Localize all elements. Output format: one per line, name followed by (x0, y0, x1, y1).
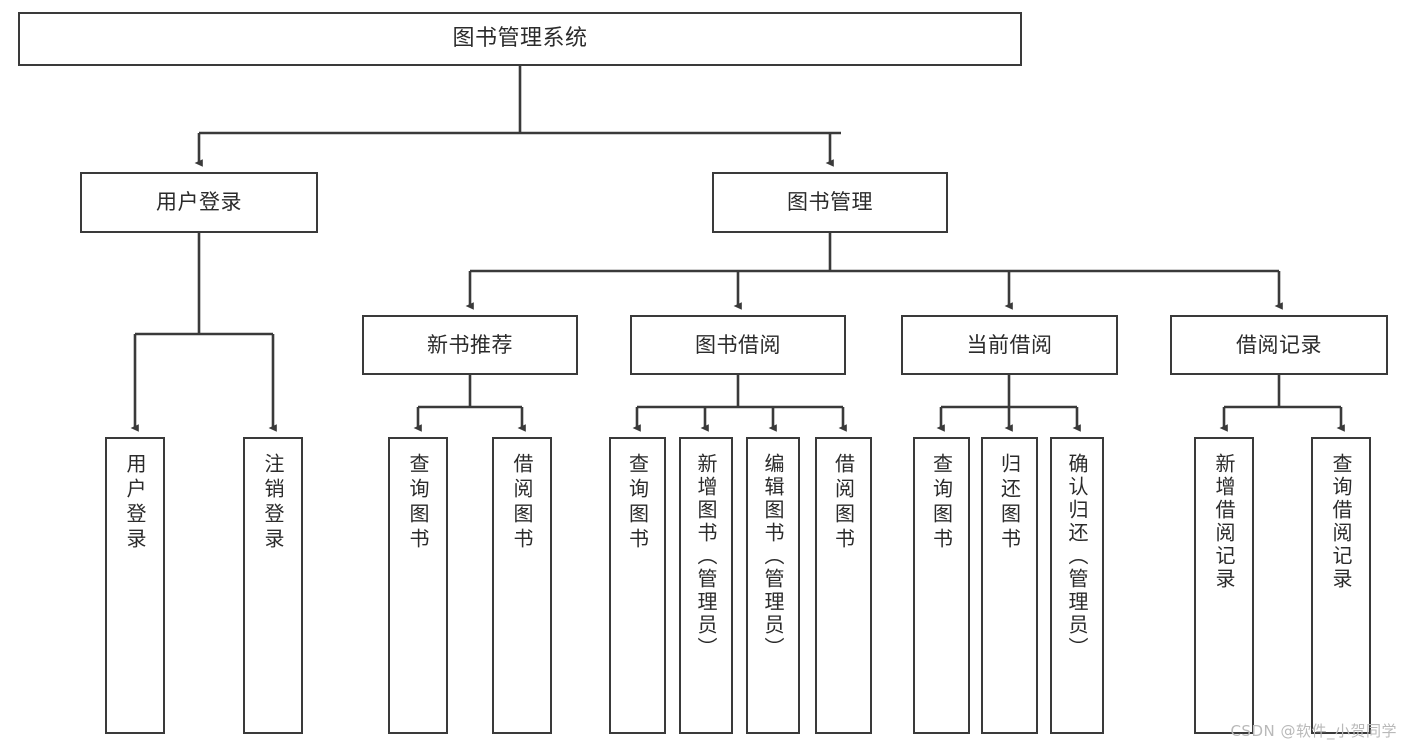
node-root-system[interactable]: 图书管理系统 (18, 12, 1022, 66)
node-leaf-newbook-borrow-book-label: 借阅图书 (510, 453, 534, 553)
node-borrow-record[interactable]: 借阅记录 (1170, 315, 1388, 375)
node-leaf-query-borrow-record-label: 查询借阅记录 (1329, 453, 1353, 591)
node-current-borrow[interactable]: 当前借阅 (901, 315, 1118, 375)
node-user-login-label: 用户登录 (156, 190, 242, 215)
node-root-system-label: 图书管理系统 (452, 26, 588, 52)
node-leaf-edit-book-admin[interactable]: 编辑图书（管理员） (746, 437, 800, 734)
node-book-borrow-label: 图书借阅 (695, 332, 781, 357)
node-leaf-borrow-borrow-book-label: 借阅图书 (831, 453, 856, 553)
node-leaf-borrow-borrow-book[interactable]: 借阅图书 (815, 437, 872, 734)
node-leaf-borrow-query-book-label: 查询图书 (625, 453, 650, 553)
node-leaf-confirm-return-admin-label: 确认归还（管理员） (1065, 453, 1089, 660)
node-book-management[interactable]: 图书管理 (712, 172, 948, 233)
node-leaf-logout-label: 注销登录 (261, 453, 285, 553)
node-leaf-edit-book-admin-label: 编辑图书（管理员） (761, 453, 785, 660)
node-leaf-newbook-query-book-label: 查询图书 (406, 453, 430, 553)
node-leaf-user-login[interactable]: 用户登录 (105, 437, 165, 734)
node-leaf-user-login-label: 用户登录 (123, 453, 147, 553)
node-leaf-add-book-admin-label: 新增图书（管理员） (694, 453, 718, 660)
node-leaf-borrow-query-book[interactable]: 查询图书 (609, 437, 666, 734)
node-leaf-return-book[interactable]: 归还图书 (981, 437, 1038, 734)
node-book-borrow[interactable]: 图书借阅 (630, 315, 846, 375)
node-leaf-query-borrow-record[interactable]: 查询借阅记录 (1311, 437, 1371, 734)
node-leaf-add-borrow-record-label: 新增借阅记录 (1212, 453, 1236, 591)
node-leaf-return-book-label: 归还图书 (997, 453, 1022, 553)
node-new-book-recommend-label: 新书推荐 (427, 332, 513, 357)
node-leaf-newbook-borrow-book[interactable]: 借阅图书 (492, 437, 552, 734)
node-leaf-current-query-book-label: 查询图书 (929, 453, 954, 553)
node-user-login[interactable]: 用户登录 (80, 172, 318, 233)
node-leaf-logout[interactable]: 注销登录 (243, 437, 303, 734)
node-leaf-confirm-return-admin[interactable]: 确认归还（管理员） (1050, 437, 1104, 734)
csdn-watermark: CSDN @软件_小贺同学 (1230, 722, 1397, 740)
node-book-management-label: 图书管理 (787, 190, 873, 215)
node-current-borrow-label: 当前借阅 (966, 332, 1053, 357)
node-leaf-add-borrow-record[interactable]: 新增借阅记录 (1194, 437, 1254, 734)
node-borrow-record-label: 借阅记录 (1236, 332, 1322, 357)
node-new-book-recommend[interactable]: 新书推荐 (362, 315, 578, 375)
node-leaf-current-query-book[interactable]: 查询图书 (913, 437, 970, 734)
node-leaf-add-book-admin[interactable]: 新增图书（管理员） (679, 437, 733, 734)
node-leaf-newbook-query-book[interactable]: 查询图书 (388, 437, 448, 734)
